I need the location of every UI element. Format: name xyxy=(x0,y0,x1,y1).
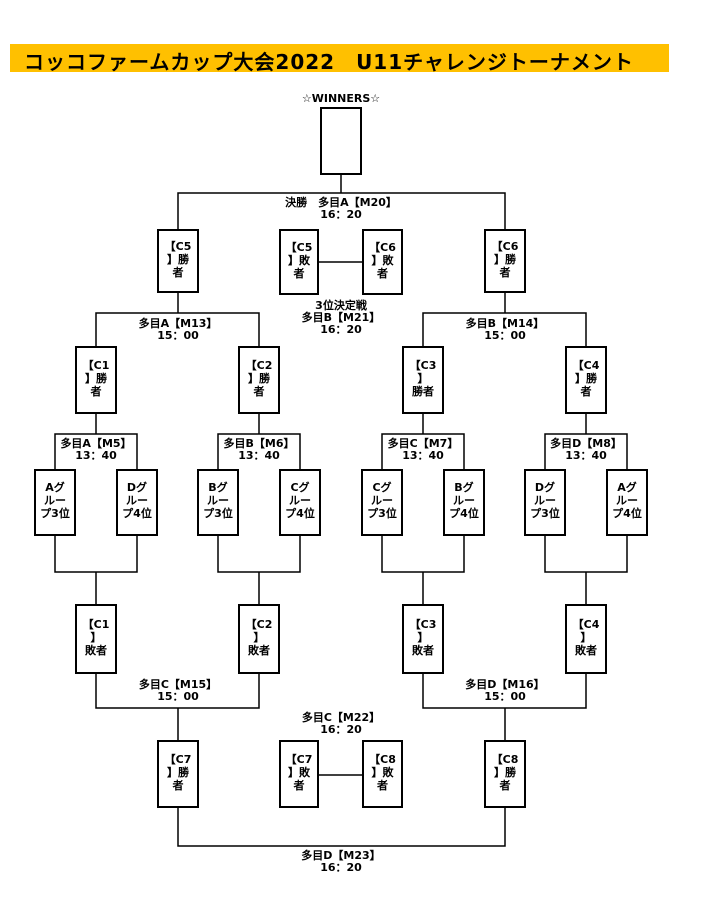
team-box-c-group-3rd: Cグ ルー プ3位 xyxy=(361,469,403,536)
match-m7: 多目C【M7】 13：40 xyxy=(387,437,459,462)
team-box-c1-loser: 【C1 】 敗者 xyxy=(75,604,117,674)
team-box-a-group-3rd: Aグ ルー プ3位 xyxy=(34,469,76,536)
match-final: 決勝 多目A【M20】 16：20 xyxy=(285,196,397,221)
match-m23: 多目D【M23】 16：20 xyxy=(301,849,381,874)
team-box-c2-loser: 【C2 】 敗者 xyxy=(238,604,280,674)
match-m6: 多目B【M6】 13：40 xyxy=(223,437,295,462)
team-box-c3-winner: 【C3 】 勝者 xyxy=(402,346,444,414)
match-m5: 多目A【M5】 13：40 xyxy=(60,437,132,462)
line-c4-loser xyxy=(544,536,628,573)
team-box-c2-winner: 【C2 】勝 者 xyxy=(238,346,280,414)
team-box-b-group-4th: Bグ ルー プ4位 xyxy=(443,469,485,536)
winner-box xyxy=(320,107,362,175)
title-banner: コッコファームカップ大会2022 U11チャレンジトーナメント xyxy=(10,44,669,74)
team-box-c8-winner: 【C8 】勝 者 xyxy=(484,740,526,808)
team-box-c5-loser: 【C5 】敗 者 xyxy=(279,229,319,295)
team-box-c6-loser: 【C6 】敗 者 xyxy=(362,229,403,295)
match-m15: 多目C【M15】 15：00 xyxy=(138,678,218,703)
match-m8: 多目D【M8】 13：40 xyxy=(550,437,622,462)
line-c3-loser xyxy=(381,536,465,573)
winners-label: ☆WINNERS☆ xyxy=(301,92,381,105)
team-box-b-group-3rd: Bグ ルー プ3位 xyxy=(197,469,239,536)
line-c2-loser xyxy=(217,536,301,573)
team-box-c3-loser: 【C3 】 敗者 xyxy=(402,604,444,674)
match-third-place: 3位決定戦 多目B【M21】 16：20 xyxy=(301,299,381,336)
team-box-c-group-4th: Cグ ルー プ4位 xyxy=(279,469,321,536)
match-m16: 多目D【M16】 15：00 xyxy=(465,678,545,703)
team-box-a-group-4th: Aグ ルー プ4位 xyxy=(606,469,648,536)
page-title: コッコファームカップ大会2022 U11チャレンジトーナメント xyxy=(24,50,634,74)
team-box-c4-winner: 【C4 】勝 者 xyxy=(565,346,607,414)
team-box-c5-winner: 【C5 】勝 者 xyxy=(157,229,199,293)
team-box-c4-loser: 【C4 】 敗者 xyxy=(565,604,607,674)
line-c1-loser xyxy=(54,536,138,573)
team-box-c8-loser: 【C8 】敗 者 xyxy=(362,740,403,808)
team-box-c1-winner: 【C1 】勝 者 xyxy=(75,346,117,414)
team-box-c7-loser: 【C7 】敗 者 xyxy=(279,740,319,808)
match-m22: 多目C【M22】 16：20 xyxy=(301,711,381,736)
team-box-d-group-3rd: Dグ ルー プ3位 xyxy=(524,469,566,536)
match-m13: 多目A【M13】 15：00 xyxy=(138,317,218,342)
line-m23 xyxy=(177,808,506,847)
match-m14: 多目B【M14】 15：00 xyxy=(465,317,545,342)
team-box-c7-winner: 【C7 】勝 者 xyxy=(157,740,199,808)
team-box-c6-winner: 【C6 】勝 者 xyxy=(484,229,526,293)
team-box-d-group-4th: Dグ ルー プ4位 xyxy=(116,469,158,536)
